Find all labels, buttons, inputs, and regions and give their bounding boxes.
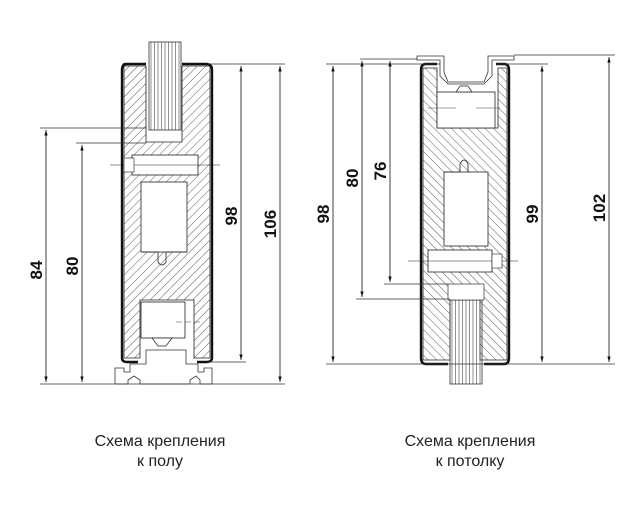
upper-block (436, 91, 496, 129)
dimension-label-80: 80 (343, 169, 362, 188)
floor-mount-drawing: 84 80 98 106 (27, 41, 285, 385)
dimension-99: 99 (523, 66, 544, 362)
dimension-label-102: 102 (590, 194, 609, 222)
dimension-98: 98 (314, 66, 335, 362)
dimension-label-99: 99 (523, 205, 542, 224)
ceiling-profile (416, 55, 515, 85)
dimension-98: 98 (222, 66, 243, 360)
dimension-label-98: 98 (314, 205, 333, 224)
ceiling-mount-drawing: 98 80 76 99 102 (314, 54, 615, 385)
inner-cavity (443, 171, 489, 247)
caption-ceiling-line2: к потолку (435, 453, 505, 470)
dimension-102: 102 (590, 57, 611, 362)
floor-profile (114, 349, 213, 385)
dimension-label-76: 76 (371, 162, 390, 181)
glass-panel (449, 299, 483, 385)
dimension-106: 106 (261, 66, 282, 382)
caption-ceiling-mount: Схема крепления к потолку (370, 432, 570, 472)
caption-floor-line2: к полу (137, 453, 183, 470)
dimension-label-106: 106 (261, 210, 280, 238)
caption-floor-mount: Схема крепления к полу (60, 432, 260, 472)
dimension-80: 80 (63, 145, 84, 382)
dimension-80: 80 (343, 60, 364, 297)
dimension-label-98: 98 (222, 207, 241, 226)
lower-block (140, 301, 186, 339)
dimension-label-80: 80 (63, 257, 82, 276)
caption-ceiling-line1: Схема крепления (404, 433, 536, 450)
glass-panel (148, 41, 182, 131)
dimension-label-84: 84 (27, 260, 46, 279)
dimension-84: 84 (27, 130, 48, 382)
inner-cavity (140, 181, 188, 253)
caption-floor-line1: Схема крепления (94, 433, 226, 450)
dimension-76: 76 (371, 60, 392, 282)
